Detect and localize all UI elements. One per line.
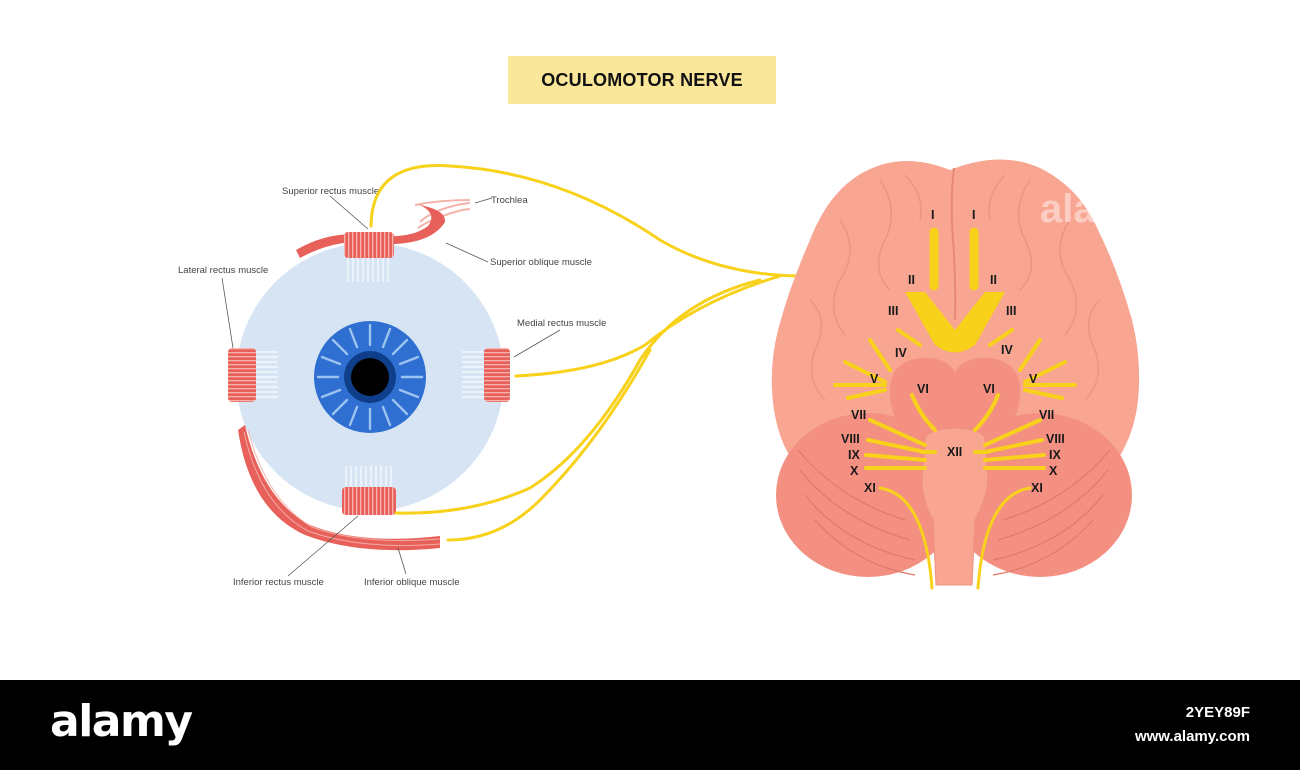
cn-right-5: V xyxy=(1029,372,1038,386)
brain-diagram xyxy=(771,159,1140,586)
eye-labels: Superior rectus muscle Trochlea Superior… xyxy=(178,186,606,588)
label-superior-rectus: Superior rectus muscle xyxy=(282,186,379,197)
cn-right-6: VI xyxy=(983,382,995,396)
cn-left-10: X xyxy=(850,464,859,478)
cranial-nerves xyxy=(833,227,1077,590)
inferior-rectus-muscle xyxy=(342,487,396,515)
eye-diagram xyxy=(228,199,510,551)
diagram-stage: OCULOMOTOR NERVE xyxy=(178,56,1154,590)
anatomy-illustration: Superior rectus muscle Trochlea Superior… xyxy=(178,159,1154,590)
footer-bar: alamy 2YEY89F www.alamy.com xyxy=(0,680,1300,770)
cn-left-7: VII xyxy=(851,408,866,422)
cn-left-6: VI xyxy=(917,382,929,396)
cn-right-10: X xyxy=(1049,464,1058,478)
footer-url[interactable]: www.alamy.com xyxy=(1134,728,1250,745)
cn-center-12: XII xyxy=(947,445,962,459)
footer-logo[interactable]: alamy xyxy=(50,696,193,747)
superior-oblique-muscle xyxy=(296,204,446,258)
label-trochlea: Trochlea xyxy=(491,195,528,206)
cn-right-2: II xyxy=(990,273,997,287)
medulla xyxy=(921,427,989,586)
label-lateral-rectus: Lateral rectus muscle xyxy=(178,265,268,276)
cn-left-9: IX xyxy=(848,448,860,462)
medial-rectus-muscle xyxy=(484,348,510,402)
cn-right-11: XI xyxy=(1031,481,1043,495)
watermark-text: alamy xyxy=(1040,187,1154,231)
cn-left-11: XI xyxy=(864,481,876,495)
cranial-nerve-labels: I II III IV V VI VII VIII IX X XI I II I… xyxy=(841,208,1065,495)
label-inferior-oblique: Inferior oblique muscle xyxy=(364,577,460,588)
cn-left-2: II xyxy=(908,273,915,287)
cn-left-3: III xyxy=(888,304,898,318)
inferior-oblique-muscle xyxy=(238,425,440,551)
label-superior-oblique: Superior oblique muscle xyxy=(490,257,592,268)
cn-left-5: V xyxy=(870,372,879,386)
page-title: OCULOMOTOR NERVE xyxy=(541,69,743,90)
cn-right-1: I xyxy=(972,208,975,222)
title-banner: OCULOMOTOR NERVE xyxy=(508,56,776,104)
label-medial-rectus: Medial rectus muscle xyxy=(517,318,606,329)
cerebellum-left xyxy=(776,413,960,577)
pupil xyxy=(351,358,389,396)
cn-left-1: I xyxy=(931,208,934,222)
footer-image-id: 2YEY89F xyxy=(1185,704,1250,721)
cn-right-9: IX xyxy=(1049,448,1061,462)
cn-left-4: IV xyxy=(895,346,907,360)
label-inferior-rectus: Inferior rectus muscle xyxy=(233,577,324,588)
cn-right-7: VII xyxy=(1039,408,1054,422)
eye-leader-lines xyxy=(221,195,561,577)
lateral-rectus-muscle xyxy=(228,348,256,402)
cn-right-3: III xyxy=(1006,304,1016,318)
cerebellum-right xyxy=(948,413,1132,577)
superior-rectus-muscle xyxy=(344,232,394,258)
cn-right-4: IV xyxy=(1001,343,1013,357)
cn-left-8: VIII xyxy=(841,432,860,446)
cn-right-8: VIII xyxy=(1046,432,1065,446)
